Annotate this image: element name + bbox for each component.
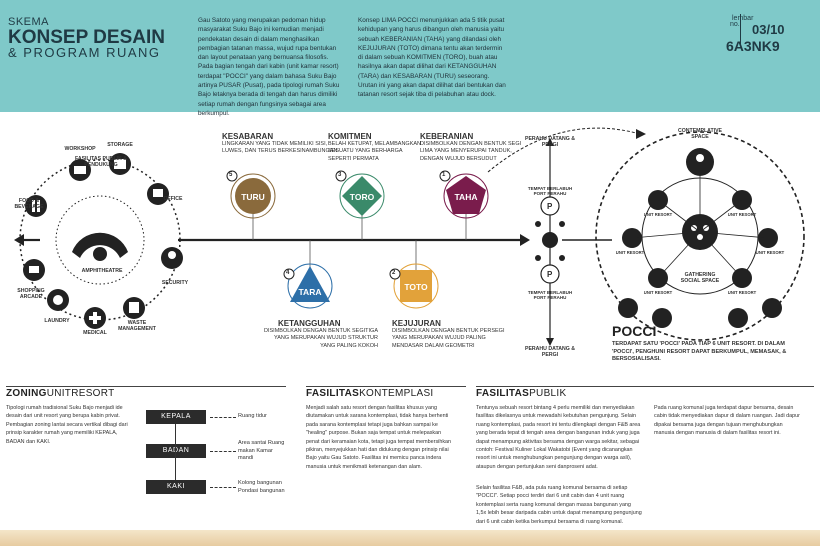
turu-desc: LINGKARAN YANG TIDAK MEMILIKI SISI, LUWE… [222,141,338,155]
waste-management-label: WASTE MANAGEMENT [118,320,156,333]
toro-label: TORO [349,192,375,202]
port-letter-bottom: P [547,270,553,279]
medical-icon [84,307,106,329]
sheet-label: lembar [732,15,754,22]
unit-resort-label-3: UNIT RESORT [615,250,645,255]
waste-management-icon [123,297,145,319]
pocci-desc: TERDAPAT SATU 'POCCI' PADA TIAP 6 UNIT R… [612,341,787,363]
tara-number: 4 [286,270,290,276]
taha-number: 1 [442,172,446,178]
zone-badan-desc: Area santai Ruang makan Kamar mandi [238,440,285,462]
axis-arrow-left [14,234,24,246]
toto-label: TOTO [404,282,428,292]
sheet-code: 6A3NK9 [726,38,780,54]
toro-title: KOMITMEN [328,132,372,141]
port-label-bottom: PERAHU DATANG & PERGI [525,346,575,359]
publik-text-1: Tentunya sebuah resort bintang 4 perlu m… [476,405,641,470]
office-icon [147,183,169,205]
zone-kaki-desc: Kolong bangunan Pondasi bangunan [238,480,285,494]
port-label-2: TEMPAT BERLABUH PORT PERAHU [527,186,573,197]
zone-badan: BADAN [146,444,206,458]
kontemplasi-title: FASILITASKONTEMPLASI [306,388,434,399]
port-label-top: PERAHU DATANG & PERGI [525,136,575,149]
port-letter-top: P [547,202,553,211]
kontemplasi-text: Menjadi salah satu resort dengan fasilit… [306,405,452,470]
toto-number: 2 [392,270,396,276]
port-label-3: TEMPAT BERLABUH PORT PERAHU [527,290,573,301]
page-subtitle: & PROGRAM RUANG [8,45,161,60]
workshop-icon [69,159,91,181]
divider [740,14,741,44]
tara-label: TARA [298,287,322,297]
page-number: 03/10 [752,22,785,37]
turu-number: 5 [229,172,233,178]
tara-title: KETANGGUHAN [278,319,341,328]
intro-paragraph-1: Gau Satoto yang merupakan pedoman hidup … [198,17,340,117]
unit-resort-label-1: UNIT RESORT [643,212,673,217]
toto-emblem [400,270,432,302]
taha-label: TAHA [454,192,478,202]
toro-desc: BELAH KETUPAT, MELAMBANGKAN SESUATU YANG… [328,141,422,162]
taha-desc: DISIMBOLKAN DENGAN BENTUK SEGI LIMA YANG… [420,141,522,162]
publik-text-2: Selain fasilitas F&B, ada pula ruang kom… [476,485,642,525]
contemplative-label: CONTEMPLATIVE SPACE [678,128,722,141]
concept-diagram [14,127,805,346]
storage-label: STORAGE [107,142,133,148]
sheet-no-label: no. [730,21,740,28]
turu-label: TURU [241,192,265,202]
page-title: KONSEP DESAIN [8,27,165,48]
office-label: OFFICE [163,196,183,202]
security-icon [161,247,183,269]
medical-label: MEDICAL [83,330,107,336]
taha-emblem [446,176,486,214]
tara-emblem [290,266,330,302]
amphitheatre-label: AMPHITHEATRE [81,268,123,274]
amphitheatre-icon [72,232,128,258]
unit-resort-label-6: UNIT RESORT [727,290,757,295]
taha-title: KEBERANIAN [420,132,474,141]
skema-label: SKEMA [8,16,50,28]
facilities-title: FASILITAS PUBLIK & PENDUKUNG [74,156,128,169]
toro-emblem [342,176,382,216]
pocci-title: POCCI [612,323,657,339]
turu-emblem [235,178,271,214]
shopping-arcade-label: SHOPPING ARCADE [17,288,45,301]
shopping-icon [23,259,45,281]
amphitheatre-ring [55,195,145,285]
pocci-ring [595,131,805,341]
header-banner [0,0,820,112]
turu-title: KESABARAN [222,132,274,141]
zone-kaki: KAKI [146,480,206,494]
food-beverage-icon [25,195,47,217]
tara-desc: DISIMBOLKAN DENGAN BENTUK SEGITIGA YANG … [264,328,378,349]
unit-resort-label-2: UNIT RESORT [727,212,757,217]
port-center-icon [542,232,558,248]
axis-arrow-right [520,234,530,246]
workshop-label: WORKSHOP [64,146,96,152]
intro-paragraph-2: Konsep LIMA POCCI menunjukkan ada 5 titi… [358,17,506,99]
laundry-label: LAUNDRY [44,318,70,324]
zone-kepala-desc: Ruang tidur [238,413,267,419]
food-beverage-label: FOOD & BEVERAGE [14,198,44,211]
gathering-label: GATHERING SOCIAL SPACE [680,272,720,285]
laundry-icon [47,289,69,311]
toto-title: KEJUJURAN [392,319,441,328]
toro-number: 3 [338,172,342,178]
zone-kepala: KEPALA [146,410,206,424]
port-icon-top [540,196,560,216]
zoning-title: ZONINGUNITRESORT [6,388,115,399]
storage-icon [109,153,131,175]
unit-resort-label-5: UNIT RESORT [643,290,673,295]
publik-title: FASILITASPUBLIK [476,388,567,399]
port-icon-bottom [540,264,560,284]
ground-strip [0,530,820,546]
zoning-text: Tipologi rumah tradisional Suku Bajo men… [6,405,128,445]
security-label: SECURITY [161,280,189,286]
publik-text-3: Pada ruang komunal juga terdapat dapur b… [654,405,800,437]
unit-resort-label-4: UNIT RESORT [755,250,785,255]
toto-desc: DISIMBOLKAN DENGAN BENTUK PERSEGI YANG M… [392,328,505,349]
